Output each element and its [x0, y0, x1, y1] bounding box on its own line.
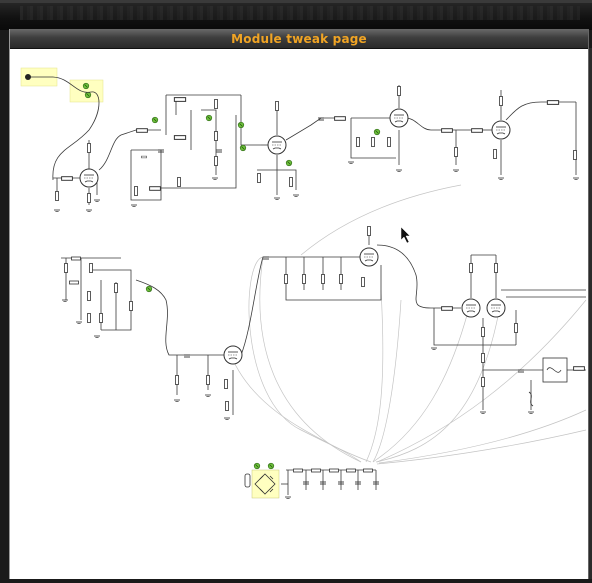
input-jack-pad[interactable]	[20, 67, 58, 87]
stage2-wires	[61, 230, 586, 415]
window-title: Module tweak page	[231, 31, 367, 46]
power-supply-components	[284, 468, 380, 499]
patch-cables	[232, 184, 587, 465]
input-gain-pad[interactable]	[69, 79, 104, 103]
power-supply-block[interactable]	[244, 462, 280, 499]
stage2-components	[61, 226, 585, 420]
window-titlebar[interactable]: Module tweak page	[10, 29, 588, 49]
power-supply-wires	[281, 469, 377, 495]
desktop-background	[0, 0, 592, 30]
output-transformer	[542, 357, 568, 383]
stage1-components	[53, 86, 580, 212]
stage1-wires	[52, 76, 577, 205]
stage1-knobs[interactable]	[151, 114, 381, 167]
stage2-knobs[interactable]	[145, 285, 153, 293]
mouse-cursor	[400, 226, 411, 244]
module-tweak-window: Module tweak page	[9, 29, 589, 579]
schematic-canvas[interactable]	[10, 49, 588, 579]
circuit-schematic	[20, 67, 587, 499]
